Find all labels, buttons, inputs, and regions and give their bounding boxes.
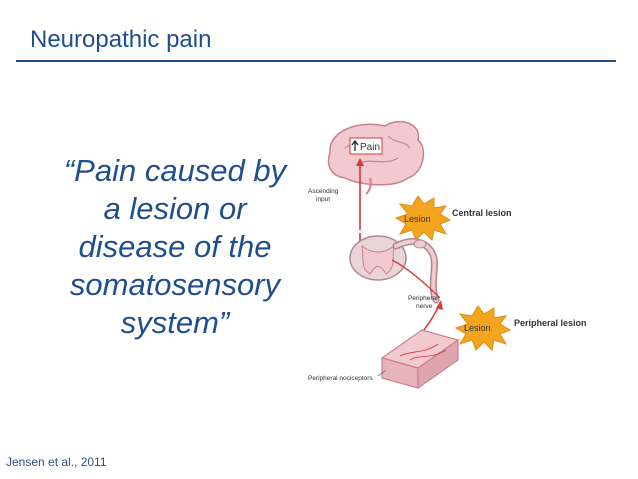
peripheral-lesion-burst: Lesion (454, 305, 512, 352)
peripheral-nerve-label-1: Peripheral (408, 295, 438, 302)
peripheral-lesion-label: Peripheral lesion (514, 318, 587, 328)
spinal-cord-illustration (349, 235, 440, 304)
quote-line-2: a lesion or (103, 191, 247, 226)
pain-label: Pain (360, 142, 380, 153)
title-underline (16, 60, 616, 62)
peripheral-lesion-burst-label: Lesion (464, 323, 491, 333)
ascending-label-2: input (316, 196, 330, 203)
central-lesion-burst: Lesion (394, 195, 452, 242)
nociceptor-pointer (377, 369, 387, 377)
pain-box: Pain (349, 137, 383, 155)
brain-illustration (327, 120, 425, 195)
quote-line-1: “Pain caused by (63, 153, 287, 188)
citation: Jensen et al., 2011 (6, 455, 107, 469)
pain-pathway-diagram: Pain Ascending input Lesion Central lesi… (308, 120, 587, 390)
quote-line-3: disease of the (78, 229, 272, 264)
definition-quote: “Pain caused by a lesion or disease of t… (40, 152, 310, 342)
slide-title: Neuropathic pain (30, 26, 212, 53)
quote-line-5: system” (120, 305, 230, 340)
central-lesion-label: Central lesion (452, 208, 512, 218)
central-lesion-burst-label: Lesion (404, 214, 431, 224)
quote-line-4: somatosensory (69, 267, 281, 302)
nociceptor-label: Peripheral nociceptors (308, 375, 373, 382)
skin-tissue-illustration (380, 329, 460, 390)
peripheral-nerve-label-2: nerve (416, 303, 433, 310)
ascending-label-1: Ascending (308, 188, 339, 195)
